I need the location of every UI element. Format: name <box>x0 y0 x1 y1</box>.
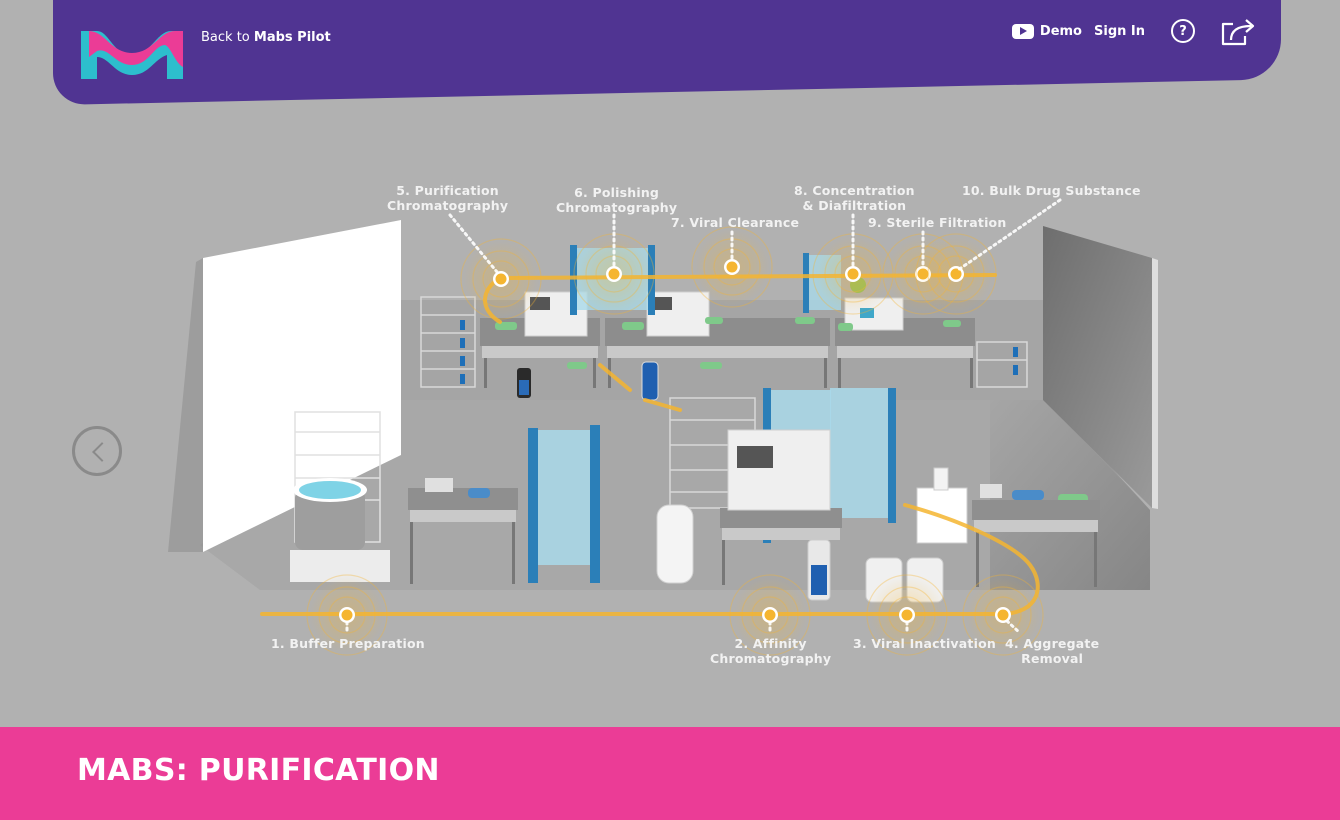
lab-illustration <box>168 198 1158 656</box>
step-label-6[interactable]: 6. Polishing Chromatography <box>556 185 678 215</box>
bag-rack-1 <box>528 425 600 583</box>
step-marker-6[interactable] <box>573 233 655 315</box>
demo-label: Demo <box>1039 23 1082 39</box>
demo-button[interactable]: Demo <box>1011 23 1082 39</box>
step-label-5[interactable]: 5. Purification Chromatography <box>387 183 509 213</box>
floor-shadow <box>990 395 1150 590</box>
step-label-3[interactable]: 3. Viral Inactivation <box>853 636 996 651</box>
back-link-target: Mabs Pilot <box>253 30 331 45</box>
sign-in-label: Sign In <box>1094 23 1145 39</box>
sign-in-button[interactable]: Sign In <box>1094 24 1145 39</box>
step-marker-1[interactable] <box>306 574 388 656</box>
step-marker-5[interactable] <box>460 238 542 320</box>
step-marker-4[interactable] <box>962 574 1044 656</box>
step-label-4[interactable]: 4. Aggregate Removal <box>1005 636 1100 666</box>
step-marker-7[interactable] <box>691 226 773 308</box>
left-wall <box>203 220 401 552</box>
step-marker-3[interactable] <box>866 574 948 656</box>
floor <box>200 400 1150 590</box>
m-logo[interactable] <box>79 27 185 81</box>
shelf-unit-back-right <box>976 341 1028 388</box>
chromatography-system-2 <box>727 429 831 511</box>
help-button[interactable]: ? <box>1171 19 1195 43</box>
left-wall-shadow <box>168 258 203 552</box>
leader-lines <box>345 198 1062 636</box>
aggregate-bench <box>972 484 1100 587</box>
question-circle-icon: ? <box>1179 23 1187 39</box>
back-link-prefix: Back to <box>201 30 254 45</box>
header-nav: Demo Sign In ? <box>1011 16 1259 46</box>
step-label-9[interactable]: 9. Sterile Filtration <box>868 215 1007 230</box>
step-label-2[interactable]: 2. Affinity Chromatography <box>710 636 832 666</box>
page-title: MABS: PURIFICATION <box>77 753 440 788</box>
shelf-unit-back-left <box>420 296 476 388</box>
step-label-10[interactable]: 10. Bulk Drug Substance <box>962 183 1141 198</box>
step-label-8[interactable]: 8. Concentration & Diafiltration <box>794 183 915 213</box>
pump-table-front-left <box>408 478 518 584</box>
column-6 <box>641 361 659 401</box>
step-marker-2[interactable] <box>729 574 811 656</box>
step-label-7[interactable]: 7. Viral Clearance <box>671 215 800 230</box>
back-link[interactable]: Back to Mabs Pilot <box>201 30 331 45</box>
chromatography-system-6 <box>646 291 710 337</box>
previous-button[interactable] <box>72 426 122 476</box>
share-icon[interactable] <box>1219 16 1259 46</box>
step-marker-10[interactable] <box>915 233 997 315</box>
affinity-bench <box>720 508 842 585</box>
storage-drum <box>656 504 694 584</box>
right-wall <box>1043 226 1152 508</box>
header: Back to Mabs Pilot Demo Sign In ? <box>53 0 1281 100</box>
lab-scene: 1. Buffer Preparation 2. Affinity Chroma… <box>0 0 1340 727</box>
youtube-play-icon <box>1011 23 1034 39</box>
footer-banner: MABS: PURIFICATION <box>0 727 1340 820</box>
step-label-1[interactable]: 1. Buffer Preparation <box>271 636 425 651</box>
